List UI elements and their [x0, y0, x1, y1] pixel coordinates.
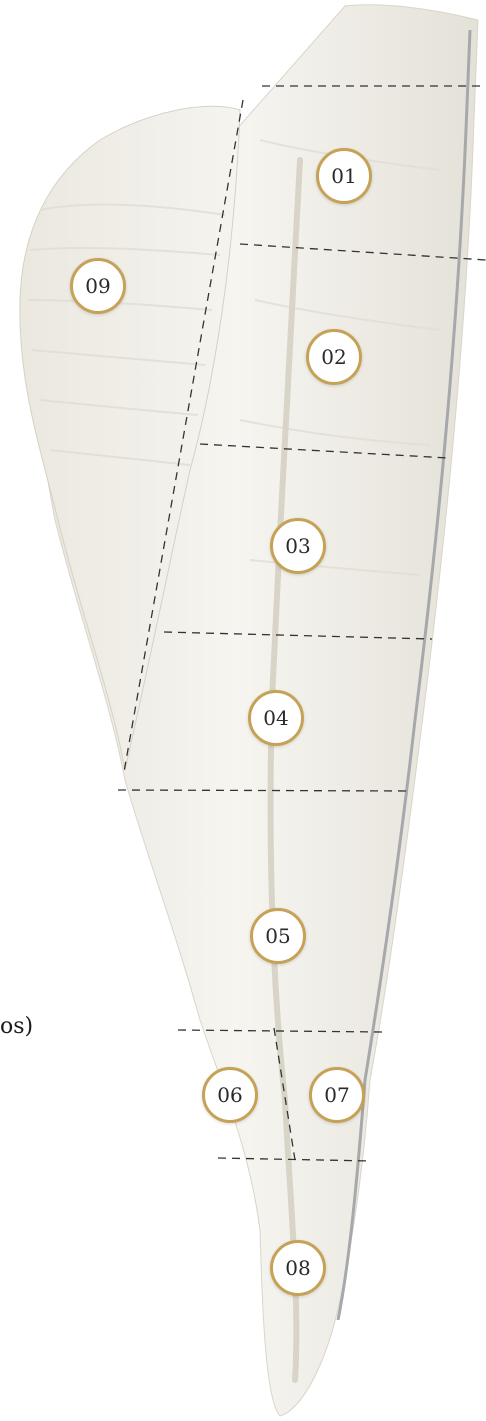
cut-marker-02: 02	[306, 329, 362, 385]
cut-marker-07: 07	[309, 1067, 365, 1123]
cropped-caption: os)	[0, 1016, 33, 1038]
cut-marker-08: 08	[270, 1240, 326, 1296]
cut-marker-03: 03	[270, 518, 326, 574]
cut-marker-09: 09	[70, 258, 126, 314]
cut-marker-05: 05	[250, 908, 306, 964]
cut-marker-04: 04	[248, 690, 304, 746]
cut-marker-01: 01	[316, 148, 372, 204]
cut-marker-06: 06	[202, 1067, 258, 1123]
